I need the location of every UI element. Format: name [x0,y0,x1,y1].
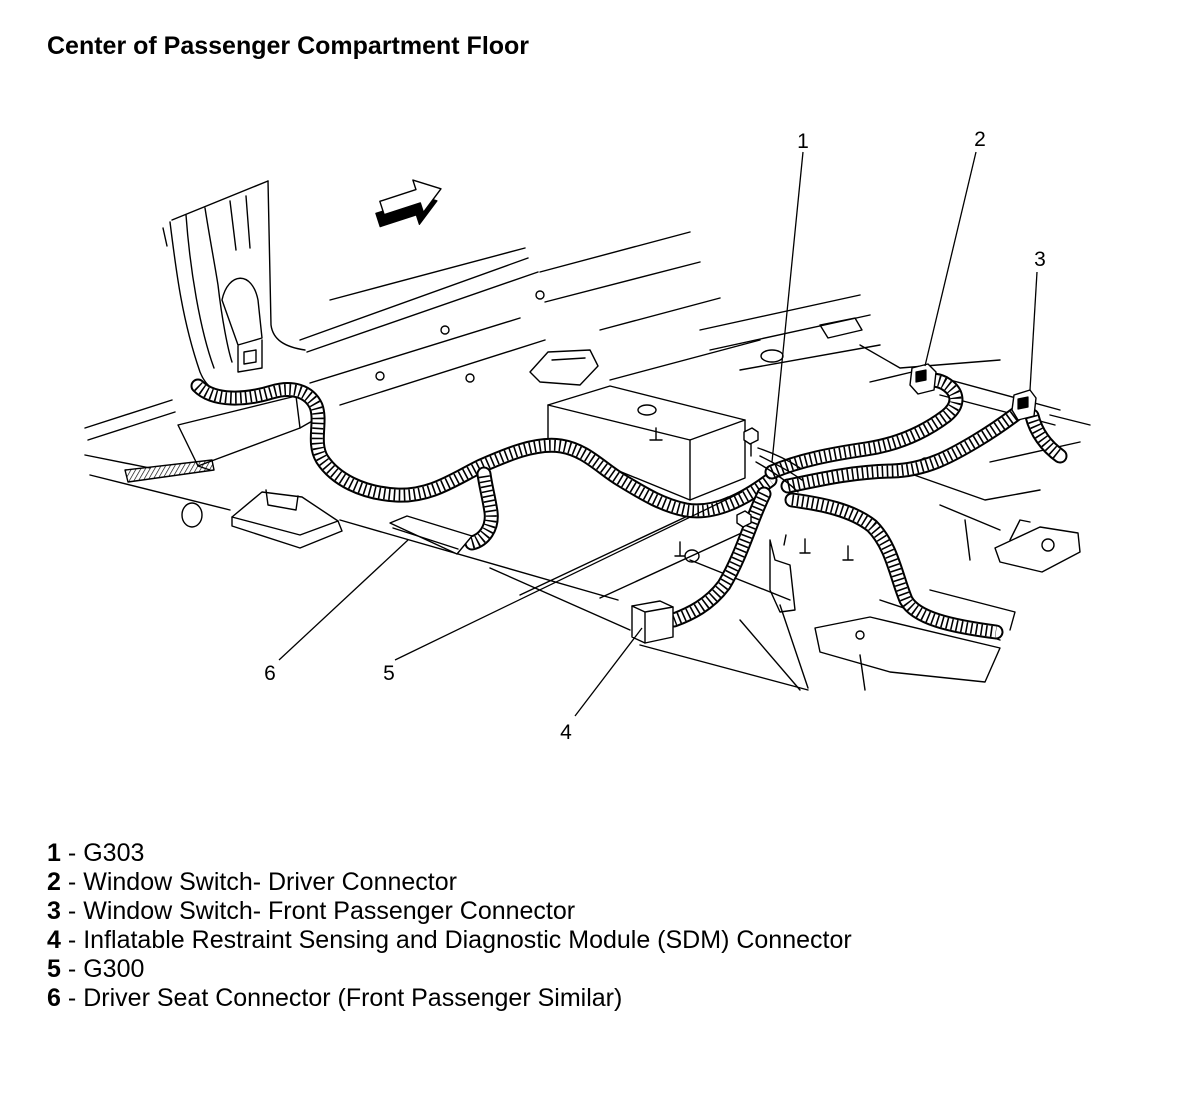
harness-branch-driver-seat [472,474,491,543]
g300-ground-bolt [736,510,752,528]
legend-number: 3 [47,897,61,925]
legend-text: G300 [83,955,145,983]
legend-item-4: 4-Inflatable Restraint Sensing and Diagn… [47,926,852,955]
legend-number: 6 [47,984,61,1012]
callout-4-leader [574,627,643,717]
callout-3-number: 3 [1034,248,1046,271]
legend-text: Window Switch- Front Passenger Connector [83,897,576,925]
legend-item-6: 6-Driver Seat Connector (Front Passenger… [47,984,852,1013]
callout-5-leader [394,491,743,661]
legend-number: 2 [47,868,61,896]
legend-number: 5 [47,955,61,983]
seat-belt-anchor-bracket [769,534,796,613]
callout-5-number: 5 [383,662,395,685]
callout-2-number: 2 [974,128,986,151]
legend-item-1: 1-G303 [47,839,852,868]
seat-bracket-left-rear [529,349,599,386]
legend-text: G303 [83,839,145,867]
callout-4-number: 4 [560,721,572,744]
floor-panel-right-front [814,616,1001,683]
legend-separator: - [67,897,77,925]
callout-1-leader [771,151,804,463]
callout-3-leader [1029,271,1038,391]
legend-separator: - [67,984,77,1012]
legend-item-2: 2-Window Switch- Driver Connector [47,868,852,897]
sdm-connector [631,600,674,644]
legend: 1-G303 2-Window Switch- Driver Connector… [47,839,852,1013]
legend-text: Inflatable Restraint Sensing and Diagnos… [83,926,852,954]
legend-separator: - [67,868,77,896]
legend-item-5: 5-G300 [47,955,852,984]
legend-number: 1 [47,839,61,867]
legend-separator: - [67,839,77,867]
forward-direction-arrow [375,179,442,228]
callout-1-number: 1 [797,130,809,153]
g303-ground-bolt [743,427,803,493]
page-title: Center of Passenger Compartment Floor [47,32,530,60]
legend-item-3: 3-Window Switch- Front Passenger Connect… [47,897,852,926]
callout-2-leader [924,151,977,367]
legend-separator: - [67,926,77,954]
driver-seat-connector [389,515,473,555]
floor-studs [674,538,854,561]
b-pillar [162,180,306,391]
legend-separator: - [67,955,77,983]
legend-text: Window Switch- Driver Connector [83,868,457,896]
seat-bracket-left-front [231,489,343,549]
window-switch-passenger-connector [1011,389,1037,421]
seat-bracket-right [994,519,1081,573]
window-switch-driver-connector [909,363,937,395]
callout-6-leader [278,539,409,661]
legend-number: 4 [47,926,61,954]
callout-6-number: 6 [264,662,276,685]
floor-panel-lines [84,231,1091,691]
legend-text: Driver Seat Connector (Front Passenger S… [83,984,623,1012]
